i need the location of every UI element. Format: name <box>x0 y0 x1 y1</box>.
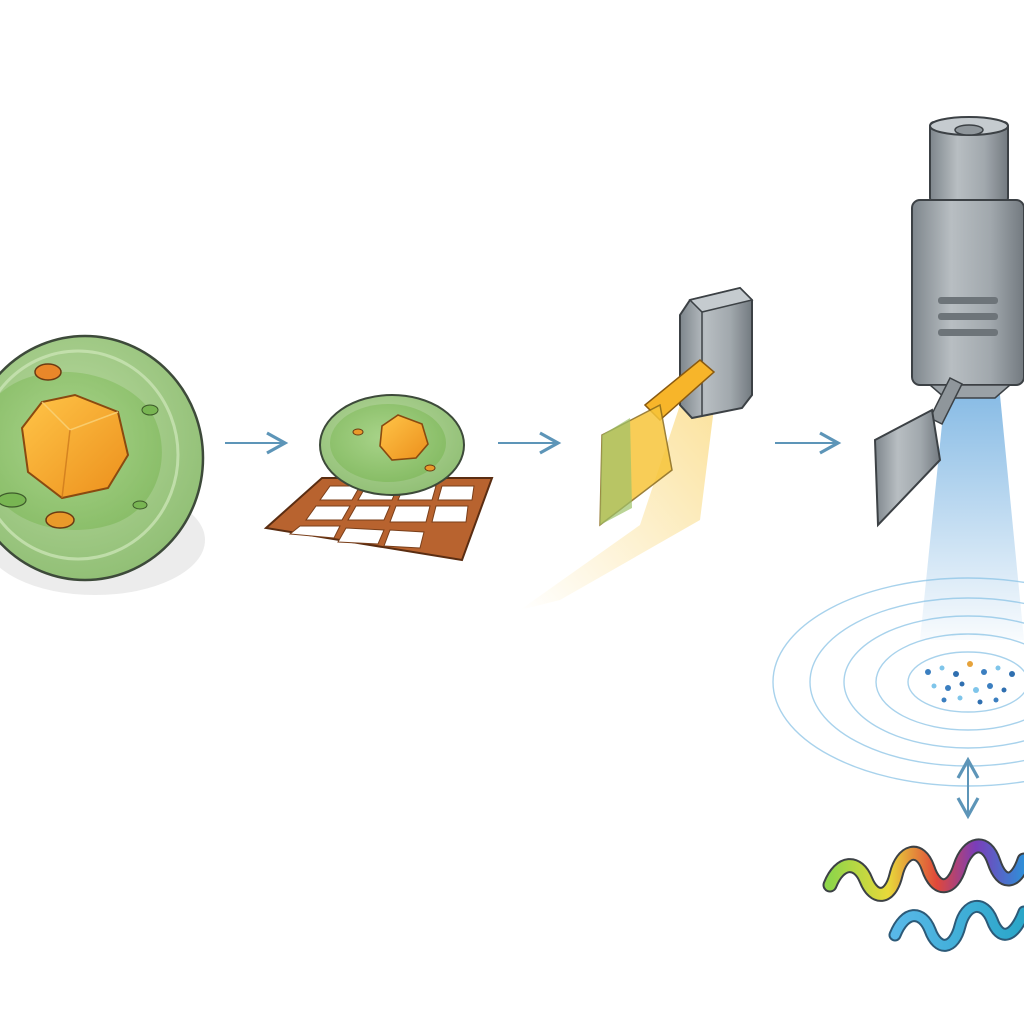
sample-on-grid-icon <box>263 394 494 562</box>
ion-beam-lamella-icon <box>520 286 754 610</box>
electron-microscope-icon <box>772 116 1024 787</box>
cell-with-crystal-icon <box>0 334 205 595</box>
particle-dots <box>925 661 1015 705</box>
protein-helix-icon <box>822 838 1024 952</box>
